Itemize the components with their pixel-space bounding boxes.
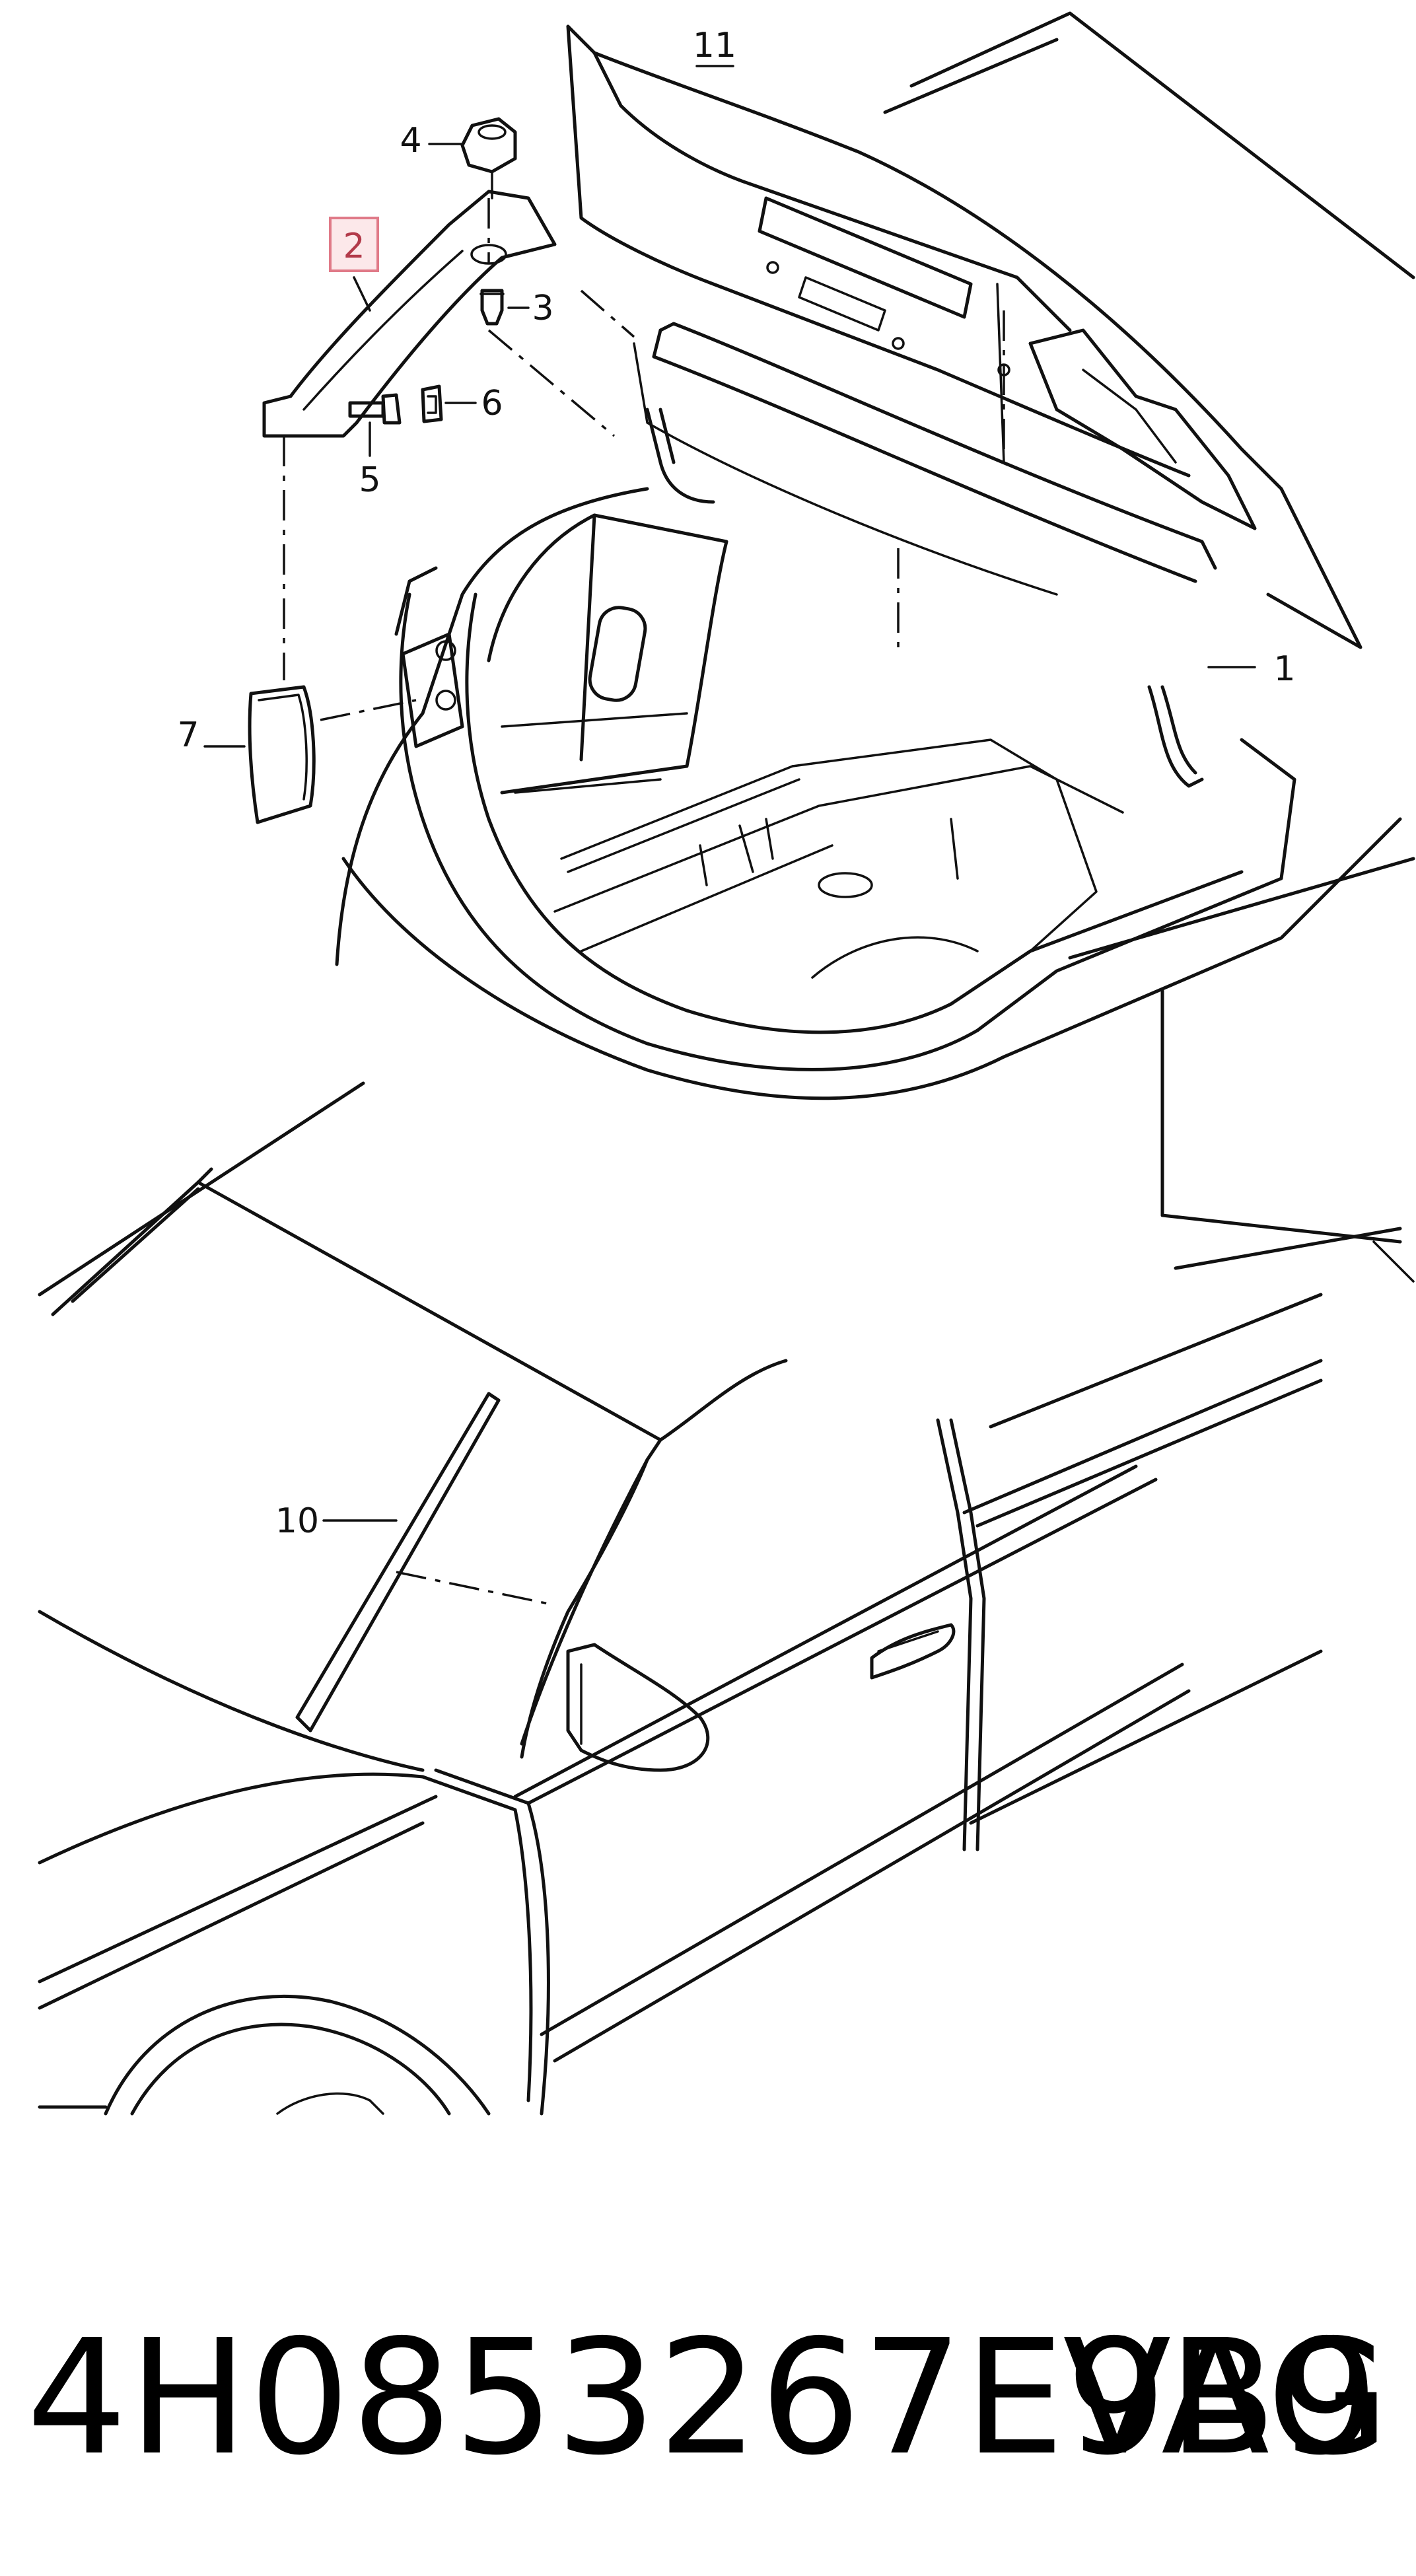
- callout-2-highlight[interactable]: 2: [329, 217, 379, 312]
- brand-label: VAG: [1063, 2305, 1390, 2490]
- callout-11[interactable]: 11: [693, 26, 736, 67]
- callout-5-label: 5: [359, 460, 380, 500]
- callout-7-label: 7: [177, 715, 199, 755]
- callout-10[interactable]: 10: [275, 1501, 398, 1541]
- callout-4-label: 4: [400, 121, 421, 161]
- part-footer: 4H0853267E9B9 VAG: [0, 2299, 1416, 2497]
- callout-6[interactable]: 6: [444, 384, 503, 423]
- side-view-illustration: [38, 1081, 1323, 2116]
- highlight-box: [329, 217, 379, 272]
- callout-1[interactable]: 1: [1207, 649, 1296, 689]
- callout-4[interactable]: 4: [400, 121, 464, 161]
- callout-11-label: 11: [693, 26, 736, 65]
- callout-6-label: 6: [481, 384, 503, 423]
- callout-3[interactable]: 3: [507, 289, 554, 328]
- clip-6: [421, 384, 443, 423]
- callout-1-label: 1: [1273, 649, 1295, 689]
- callout-10-label: 10: [275, 1501, 319, 1541]
- fastener-4: [460, 117, 517, 199]
- callout-2-label: 2: [343, 227, 365, 266]
- callout-7[interactable]: 7: [177, 715, 246, 755]
- bolt-5: [348, 393, 402, 425]
- clip-3: [479, 289, 505, 326]
- part-number: 4H0853267E9B9: [26, 2305, 1380, 2490]
- callout-5[interactable]: 5: [359, 421, 381, 500]
- cover-7: [248, 685, 316, 824]
- trunk-illustration: [248, 11, 1415, 1283]
- callout-3-label: 3: [532, 289, 553, 328]
